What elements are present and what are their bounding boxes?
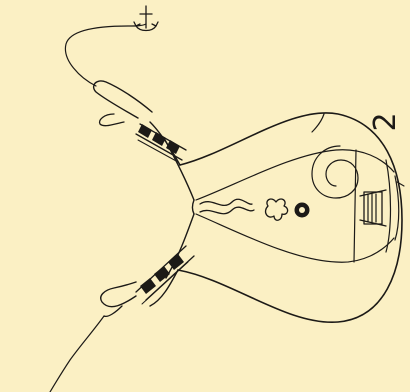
small-hook: [312, 114, 324, 132]
spool-body: [364, 192, 382, 224]
upper-striped-band: [136, 124, 186, 162]
right-band-2: [386, 160, 391, 252]
spiral-icon: [312, 146, 358, 198]
plate-number-label: 2: [366, 102, 406, 142]
flower-shape: [266, 199, 288, 220]
lower-lobe: [101, 282, 136, 307]
wavy-worm: [200, 199, 252, 205]
upper-lobe-tip: [100, 114, 124, 126]
upper-thread: [65, 24, 146, 86]
dark-circle-center: [299, 207, 305, 213]
upper-lobe: [94, 81, 152, 118]
right-band-3: [395, 176, 399, 240]
fork-join: [193, 200, 195, 214]
wavy-worm-lower: [200, 207, 254, 214]
lower-lobe-tip: [104, 306, 122, 316]
spool-lines: [368, 194, 376, 222]
lower-striped-band: [136, 246, 194, 304]
lower-thread: [50, 316, 104, 392]
anchor-icon: [134, 6, 158, 31]
